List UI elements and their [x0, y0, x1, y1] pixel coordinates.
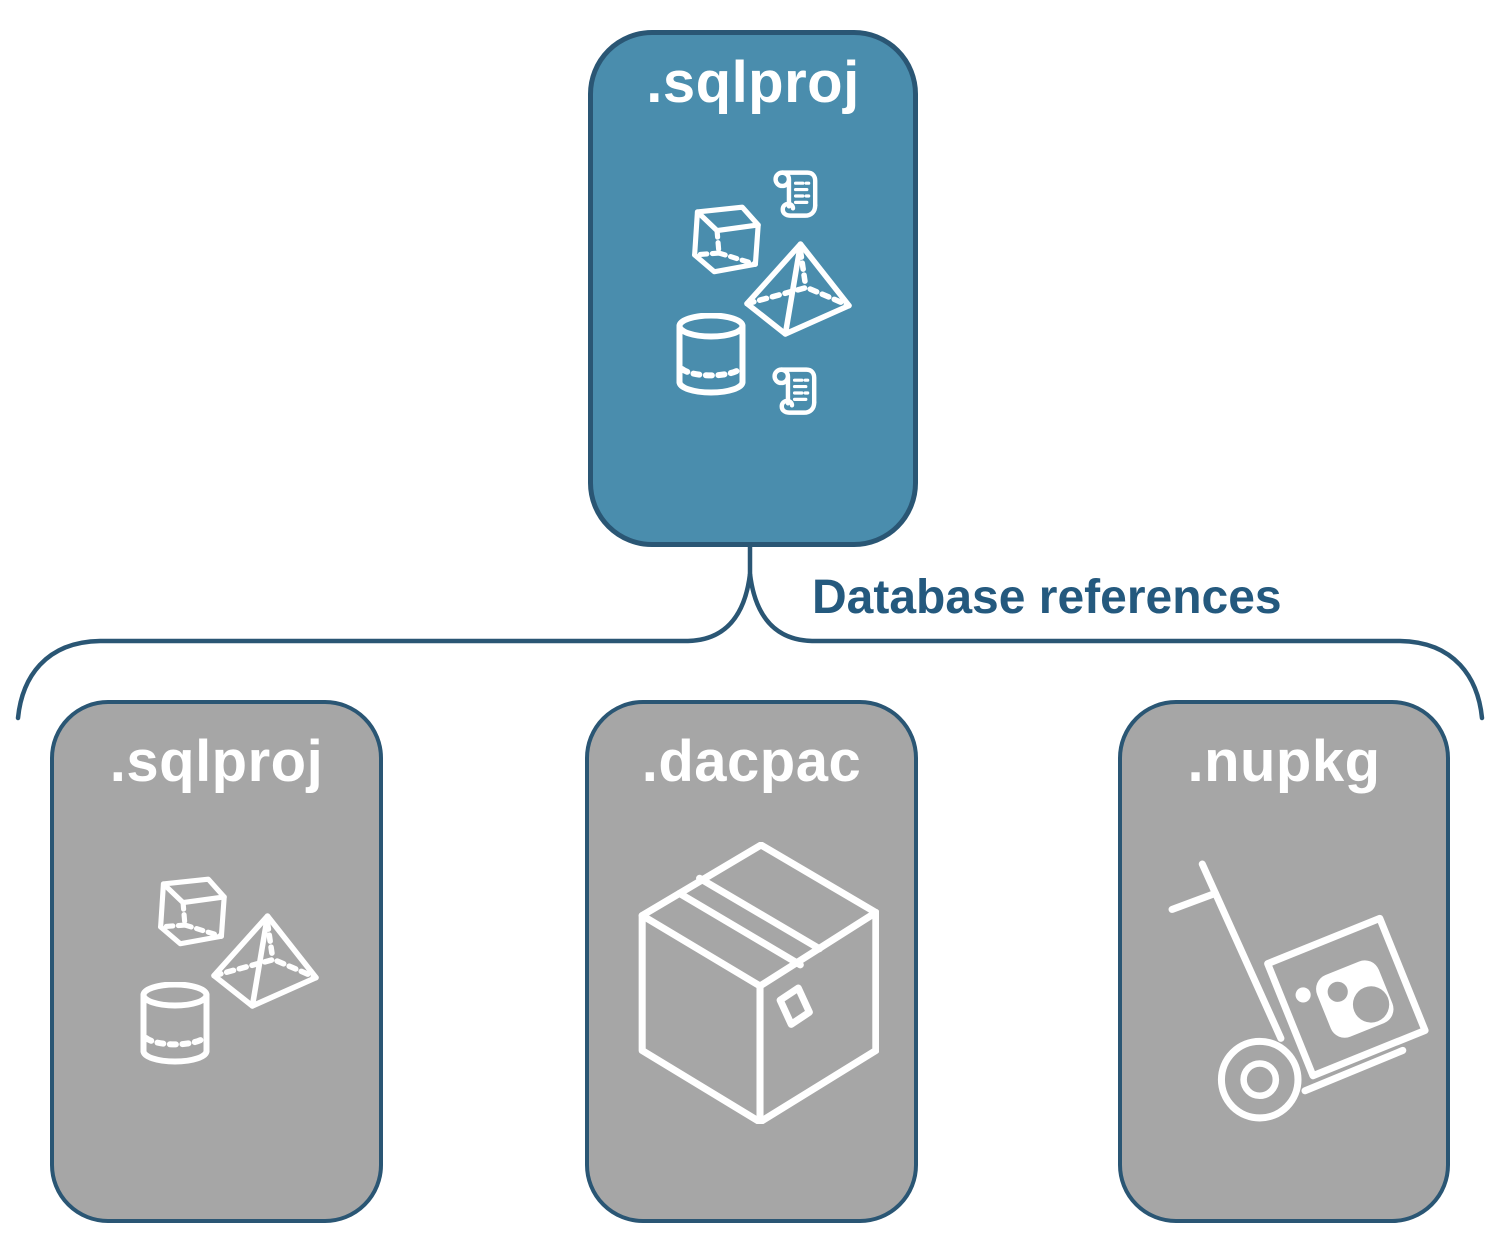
node-dacpac-child: .dacpac [585, 700, 918, 1223]
connector-label: Database references [812, 571, 1282, 624]
node-title: .sqlproj [646, 50, 860, 115]
cylinder-icon [676, 313, 746, 399]
node-title: .dacpac [641, 729, 862, 794]
node-title: .sqlproj [109, 729, 324, 794]
node-sqlproj-child: .sqlproj [50, 700, 383, 1223]
hand-truck-package-icon [1167, 856, 1429, 1128]
node-nupkg-child: .nupkg [1118, 700, 1450, 1223]
scroll-icon [768, 363, 825, 422]
node-title: .nupkg [1187, 729, 1381, 794]
pyramid-icon [210, 913, 321, 1009]
scroll-icon [769, 166, 826, 225]
package-box-icon [637, 842, 879, 1124]
cylinder-icon [140, 982, 210, 1068]
pyramid-icon [743, 241, 854, 337]
node-sqlproj-parent: .sqlproj [588, 30, 918, 547]
